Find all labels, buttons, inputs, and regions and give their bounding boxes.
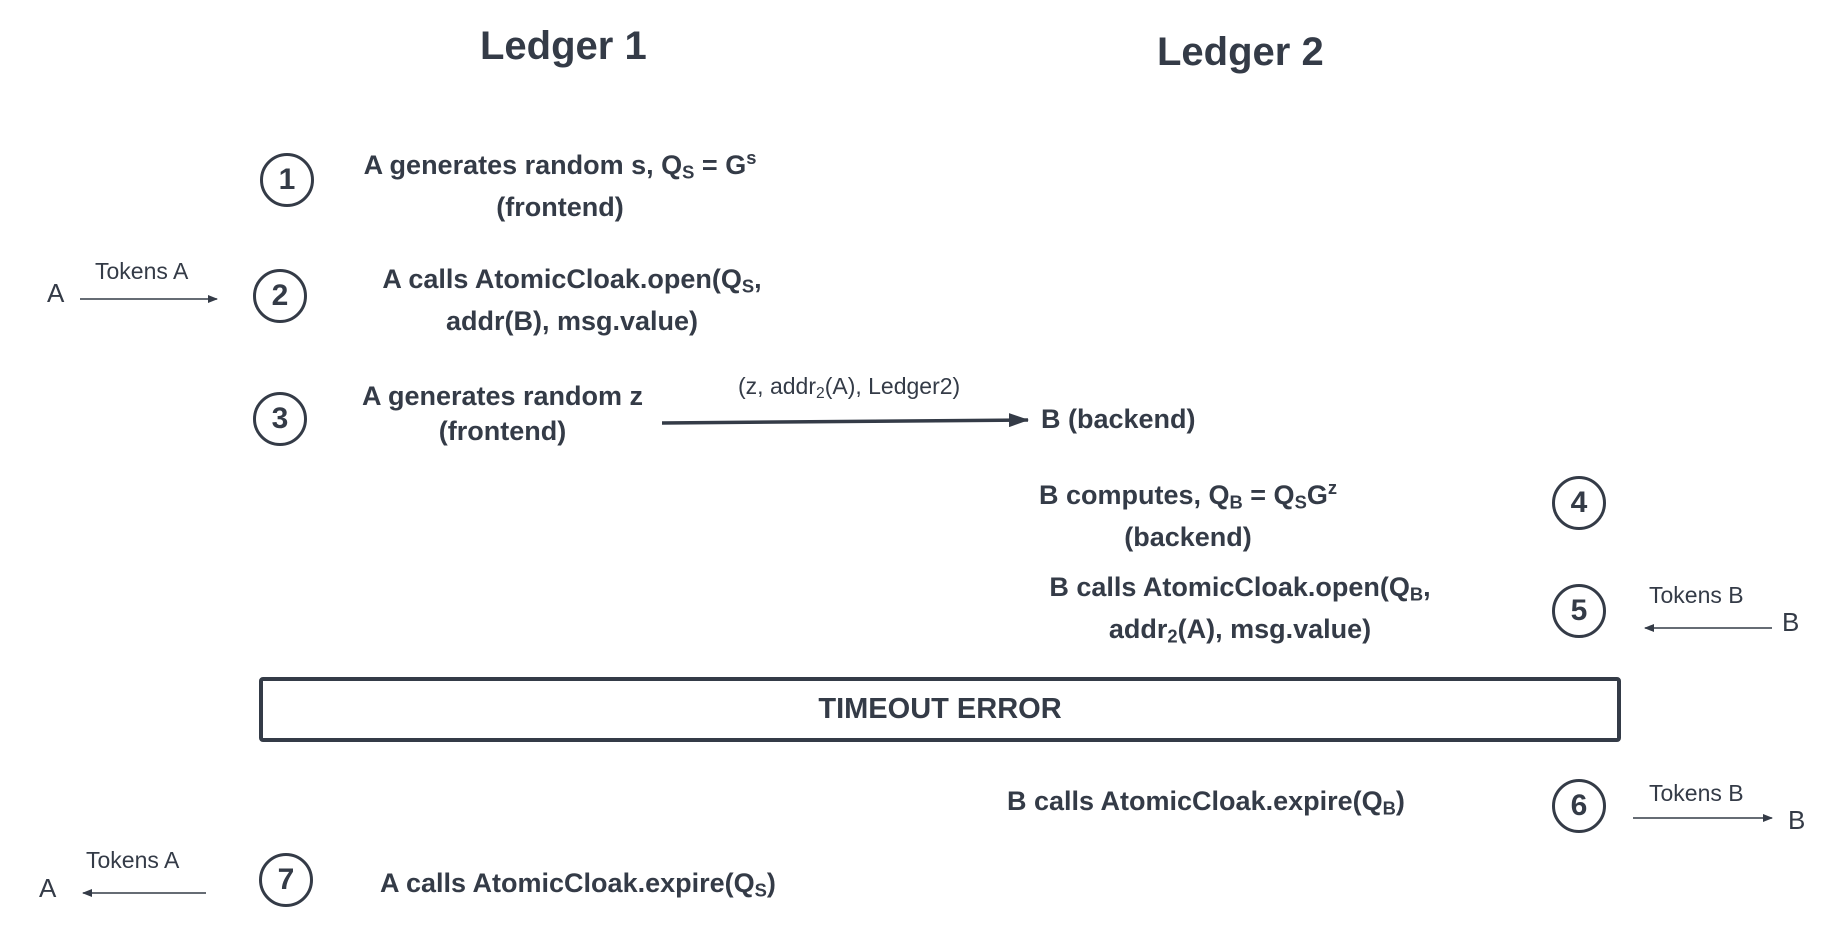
step-4-circle: 4 [1552,476,1606,530]
step-4-text-a: B computes, Q [1038,480,1230,511]
step-3-line1: A generates random z [361,381,644,411]
step-4-line2: (backend) [1124,521,1252,552]
step-4-text-c: G [1306,480,1328,511]
step-1-text-b: = G [694,150,747,181]
step-5-text-b: , [1423,572,1431,602]
message-label-sub: 2 [815,384,825,402]
step-3-circle: 3 [253,392,307,446]
step-1-line2: (frontend) [496,191,624,222]
step-6-text: B calls AtomicCloak.expire(QB) [1007,784,1405,826]
step-3-line2: (frontend) [438,416,567,446]
step-6-text-a: B calls AtomicCloak.expire(Q [1007,786,1383,816]
step-1-sup: s [746,147,757,168]
step-1-text-a: A generates random s, Q [363,150,683,181]
step-4-sub-s: S [1294,491,1307,513]
step-2-party-a: A [47,278,65,308]
step-5-text-a: B calls AtomicCloak.open(Q [1049,572,1410,602]
step-7-text-b: ) [766,868,776,898]
step-7-text: A calls AtomicCloak.expire(QS) [380,866,776,908]
step-5-party-b: B [1782,607,1800,637]
message-label-b: (A), Ledger2) [824,373,961,399]
step-7-circle: 7 [259,853,313,907]
timeout-error-box: TIMEOUT ERROR [259,677,1621,742]
step-4-text-b: = Q [1242,480,1295,511]
step-7-tokens-label: Tokens A [86,847,180,873]
step-4-text: B computes, QB = QSGz (backend) [1018,470,1358,555]
step-2-sub: S [741,275,755,297]
step-7-party-a: A [39,873,57,903]
step-1-sub: S [682,161,695,183]
step-6-text-b: ) [1395,786,1405,816]
b-backend-label: B (backend) [1041,404,1196,434]
step-6-circle: 6 [1552,779,1606,833]
step-6-party-b: B [1788,805,1806,835]
step-6-tokens-label: Tokens B [1649,780,1744,806]
step-5-line2-a: addr [1108,613,1168,644]
step-1-text: A generates random s, QS = Gs (frontend) [345,140,775,225]
ledger1-heading: Ledger 1 [480,24,647,68]
step-2-tokens-label: Tokens A [95,258,189,284]
message-arrow [661,413,1029,428]
step-2-text: A calls AtomicCloak.open(QS, addr(B), ms… [362,262,782,339]
step-5-line2-b: (A), msg.value) [1177,613,1372,644]
step-1-circle: 1 [260,153,314,207]
step-3-text: A generates random z (frontend) [345,379,660,449]
step-7-text-a: A calls AtomicCloak.expire(Q [380,868,755,898]
message-label: (z, addr2(A), Ledger2) [738,373,960,403]
step-5-tokens-label: Tokens B [1649,582,1744,608]
step-2-line2: addr(B), msg.value) [445,305,699,336]
step-5-circle: 5 [1552,584,1606,638]
step-2-text-b: , [754,264,762,294]
step-5-text: B calls AtomicCloak.open(QB, addr2(A), m… [1025,570,1455,653]
step-4-sub-b: B [1229,491,1243,513]
step-6-sub: B [1382,797,1396,819]
message-label-a: (z, addr [738,373,816,399]
step-4-sup: z [1327,477,1338,498]
step-2-circle: 2 [253,269,307,323]
ledger2-heading: Ledger 2 [1157,30,1324,74]
step-7-sub: S [754,879,767,901]
step-5-line2-sub: 2 [1167,625,1178,647]
step-2-text-a: A calls AtomicCloak.open(Q [382,264,742,294]
step-5-sub: B [1409,583,1424,605]
